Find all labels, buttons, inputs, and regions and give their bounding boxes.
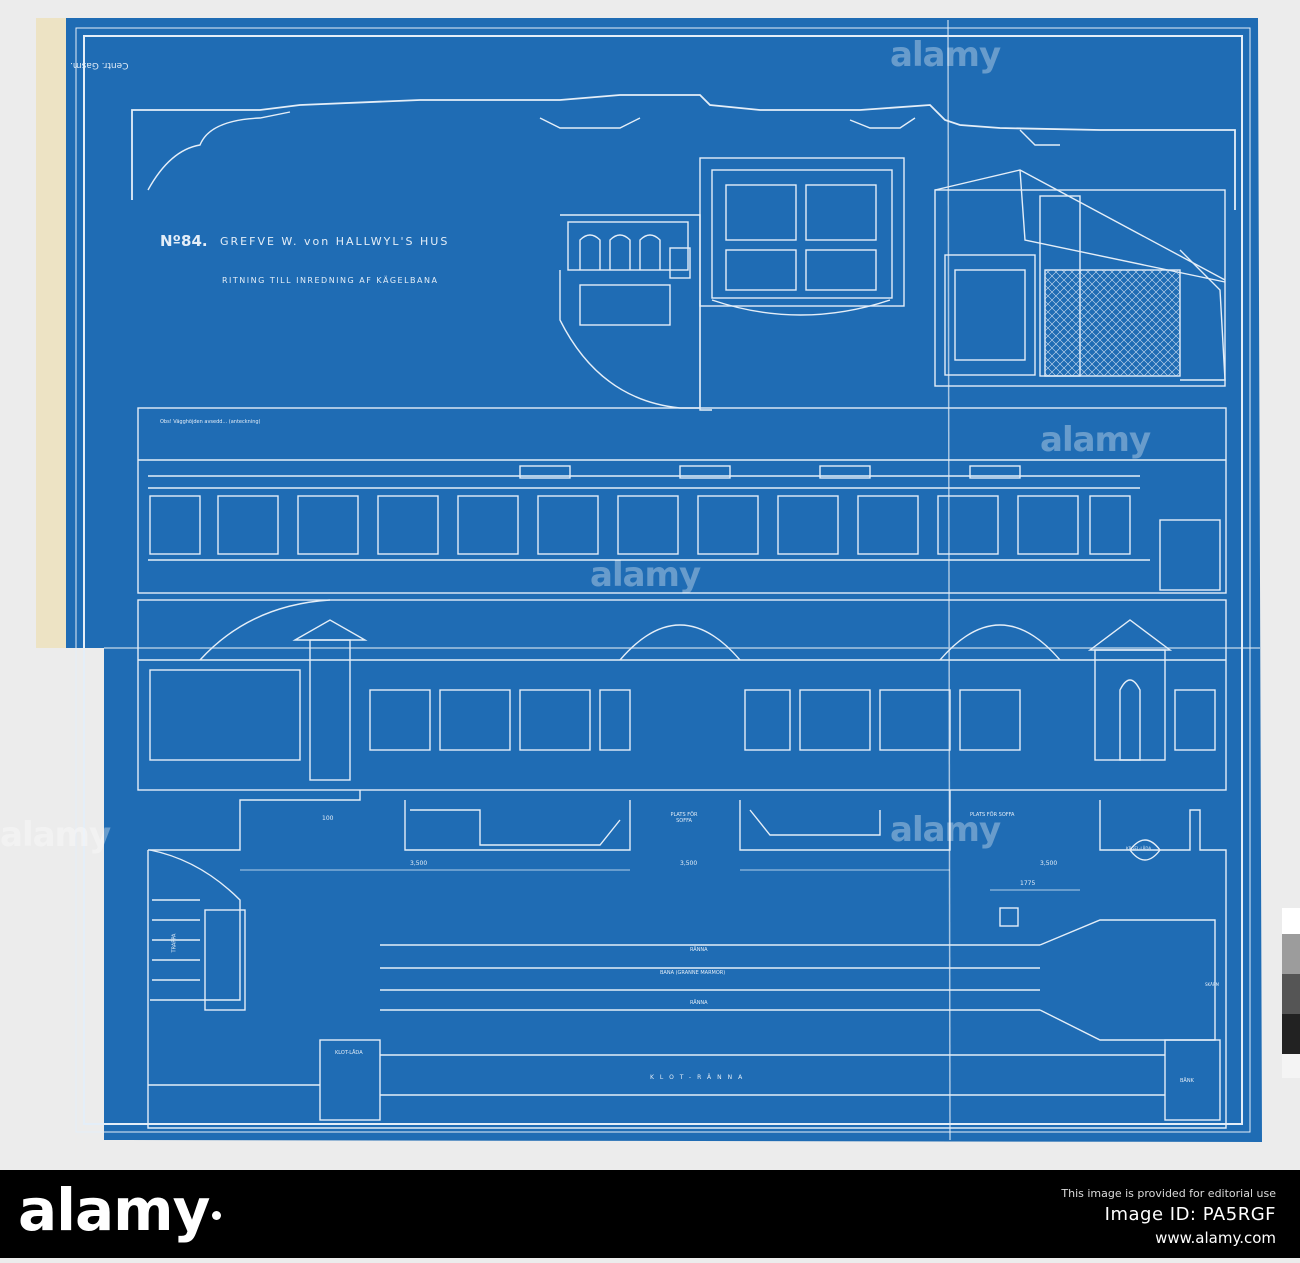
drawing-number: Nº84. xyxy=(160,232,208,250)
dim-small: 100 xyxy=(322,815,334,822)
dim-right-top: 1775 xyxy=(1020,880,1036,887)
corner-note: Centr. Gasm. xyxy=(70,60,129,70)
drawing-owner: GREFVE W. von HALLWYL'S HUS xyxy=(220,235,450,248)
watermark: alamy xyxy=(0,815,111,855)
footer-meta: This image is provided for editorial use… xyxy=(1061,1187,1276,1247)
bench-label: BÄNK xyxy=(1180,1078,1194,1084)
dim-mid: 3,500 xyxy=(680,860,698,867)
lane-center: BANA (GRANNE MARMOR) xyxy=(660,970,726,976)
footer-note: This image is provided for editorial use xyxy=(1061,1187,1276,1200)
image-id: Image ID: PA5RGF xyxy=(1104,1204,1276,1225)
logo-dot xyxy=(212,1211,222,1220)
watermark: alamy xyxy=(890,810,1001,850)
platform-left: PLATS FÖR SOFFA xyxy=(670,812,698,824)
stair-label: TRAPPA xyxy=(171,933,178,953)
color-strip xyxy=(1282,908,1300,1078)
elevation-note: Obs! Vägghöjden avsedd... (anteckning) xyxy=(160,419,261,425)
paper-tab xyxy=(36,18,70,648)
watermark: alamy xyxy=(590,555,701,595)
end-label: SKÄRM xyxy=(1205,982,1220,987)
watermark: alamy xyxy=(1040,420,1151,460)
drawing-subtitle: RITNING TILL INREDNING AF KÄGELBANA xyxy=(222,276,439,285)
blueprint-body xyxy=(66,18,1262,1142)
fold-line-vertical xyxy=(947,19,951,1141)
dim-right: 3,500 xyxy=(1040,860,1058,867)
dim-left: 3,500 xyxy=(410,860,428,867)
gutter-label: KLOT-RÄNNA xyxy=(650,1074,749,1081)
klot-label: KLOT-LÅDA xyxy=(335,1050,363,1056)
niche-label: KÄGEL-LÅDA xyxy=(1126,846,1152,851)
platform-right: PLATS FÖR SOFFA xyxy=(970,812,1015,818)
lane-top: RÄNNA xyxy=(690,947,708,953)
alamy-logo: alamy xyxy=(18,1181,222,1239)
watermark: alamy xyxy=(890,35,1001,75)
drawing-linework xyxy=(75,27,1251,1133)
footer-url: www.alamy.com xyxy=(1155,1229,1276,1247)
lane-bottom: RÄNNA xyxy=(690,1000,708,1006)
